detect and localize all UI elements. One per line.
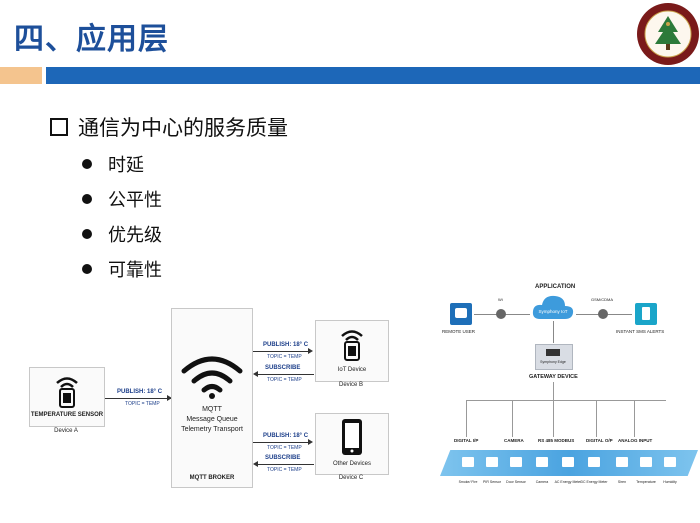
- arrow-head-icon: [253, 371, 258, 377]
- bullet-dot-icon: [82, 194, 92, 204]
- bullet-item: 可靠性: [82, 256, 162, 282]
- pir-sensor-icon: [486, 457, 498, 467]
- header-accent-bar: [0, 67, 42, 84]
- gsm-node-icon: [598, 309, 608, 319]
- header-bar: [46, 67, 700, 84]
- gateway-box: [535, 344, 573, 370]
- temperature-sensor-box: TEMPERATURE SENSOR: [29, 367, 105, 427]
- smoke-sensor-icon: [462, 457, 474, 467]
- university-logo: [637, 3, 699, 65]
- iot-device-icon: [341, 330, 363, 361]
- checkbox-square-icon: [50, 118, 68, 136]
- wifi-node-icon: [496, 309, 506, 319]
- bullet-item: 公平性: [82, 186, 162, 212]
- humidity-icon: [664, 457, 676, 467]
- temperature-icon: [640, 457, 652, 467]
- dc-meter-icon: [588, 457, 600, 467]
- mqtt-diagram: TEMPERATURE SENSOR Device A PUBLISH: 18°…: [25, 305, 395, 490]
- bullet-item: 时延: [82, 151, 144, 177]
- cloud-icon: [532, 295, 574, 319]
- section-heading-text: 通信为中心的服务质量: [78, 116, 288, 140]
- mqtt-broker-box: MQTT Message Queue Telemetry Transport M…: [171, 308, 253, 488]
- wifi-icon: [181, 356, 243, 399]
- smartphone-icon: [342, 419, 362, 455]
- arrow-head-icon: [308, 348, 313, 354]
- section-heading: 通信为中心的服务质量: [50, 112, 288, 142]
- bullet-dot-icon: [82, 159, 92, 169]
- arrow-head-icon: [308, 439, 313, 445]
- siren-icon: [616, 457, 628, 467]
- arrow-head-icon: [253, 461, 258, 467]
- ac-meter-icon: [562, 457, 574, 467]
- bullet-dot-icon: [82, 229, 92, 239]
- router-icon: [546, 349, 560, 356]
- arrow-line: [105, 398, 171, 399]
- sensor-icon: [56, 377, 78, 408]
- page-title: 四、应用层: [14, 22, 169, 57]
- arrow-head-icon: [167, 395, 172, 401]
- other-devices-box: Other Devices: [315, 413, 389, 475]
- door-sensor-icon: [510, 457, 522, 467]
- bullet-dot-icon: [82, 264, 92, 274]
- gateway-diagram: APPLICATION Symphony IoT REMOTE USER INS…: [440, 282, 698, 504]
- camera-icon: [536, 457, 548, 467]
- bullet-item: 优先级: [82, 221, 162, 247]
- iot-device-box: IoT Device: [315, 320, 389, 382]
